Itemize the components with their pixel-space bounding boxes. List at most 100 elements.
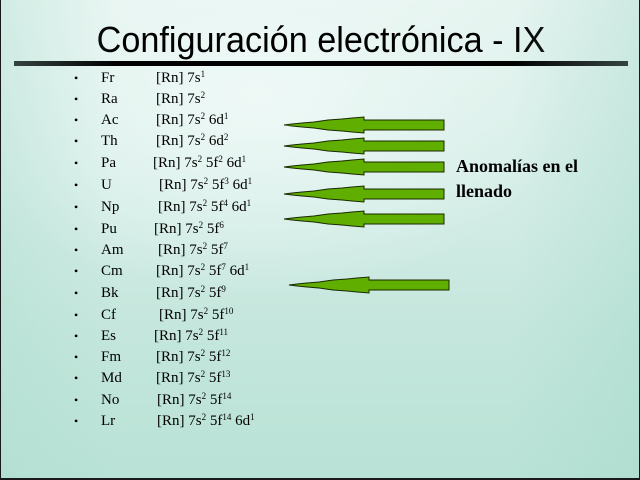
orbital: 7s <box>187 285 201 301</box>
orbital-occupancy: 2 <box>198 220 204 230</box>
orbital-occupancy: 2 <box>202 198 208 208</box>
element-symbol: Pa <box>101 155 116 171</box>
orbital-occupancy: 2 <box>200 90 206 100</box>
core-notation: [Rn] <box>157 392 185 408</box>
electron-configuration: [Rn] 7s2 5f12 <box>156 347 230 367</box>
orbital: 6d <box>231 199 247 215</box>
core-notation: [Rn] <box>156 263 184 279</box>
orbital-occupancy: 1 <box>247 176 253 186</box>
core-notation: [Rn] <box>154 221 182 237</box>
element-symbol: Ac <box>101 112 119 128</box>
electron-configuration: [Rn] 7s2 5f9 <box>156 283 226 303</box>
orbital: 5f <box>208 370 222 386</box>
orbital: 7s <box>185 221 199 237</box>
element-symbol: Am <box>101 242 124 258</box>
left-arrow-icon <box>288 276 450 294</box>
electron-configuration: [Rn] 7s2 5f14 6d1 <box>157 411 255 431</box>
element-symbol: Ra <box>101 91 118 107</box>
orbital-occupancy: 7 <box>223 241 228 251</box>
orbital-occupancy: 2 <box>200 111 206 121</box>
orbital-occupancy: 2 <box>203 306 209 316</box>
electron-configuration: [Rn] 7s2 5f6 <box>154 219 224 239</box>
orbital: 5f <box>209 392 223 408</box>
element-symbol: Np <box>101 199 120 215</box>
orbital-occupancy: 2 <box>198 327 204 337</box>
core-notation: [Rn] <box>159 307 187 323</box>
orbital-occupancy: 1 <box>241 154 247 164</box>
orbital-occupancy: 2 <box>200 284 206 294</box>
orbital-occupancy: 11 <box>219 327 229 337</box>
orbital: 7s <box>187 349 201 365</box>
bullet-icon: • <box>74 264 79 278</box>
orbital-occupancy: 2 <box>201 391 207 401</box>
core-notation: [Rn] <box>157 413 185 429</box>
orbital-occupancy: 2 <box>223 132 229 142</box>
orbital: 7s <box>188 392 202 408</box>
element-symbol: No <box>101 392 120 408</box>
orbital-occupancy: 2 <box>202 241 208 251</box>
electron-configuration: [Rn] 7s2 <box>156 89 205 109</box>
orbital-occupancy: 6 <box>219 220 224 230</box>
core-notation: [Rn] <box>154 328 182 344</box>
core-notation: [Rn] <box>156 70 184 86</box>
element-symbol: Cm <box>101 263 123 279</box>
left-arrow-icon <box>283 137 445 155</box>
orbital: 7s <box>187 370 201 386</box>
orbital-occupancy: 3 <box>224 176 229 186</box>
orbital: 7s <box>187 112 201 128</box>
orbital: 6d <box>235 413 251 429</box>
orbital-occupancy: 2 <box>200 262 206 272</box>
orbital-occupancy: 9 <box>221 284 226 294</box>
core-notation: [Rn] <box>156 285 184 301</box>
orbital: 7s <box>189 242 203 258</box>
electron-configuration: [Rn] 7s1 <box>156 68 205 88</box>
orbital-occupancy: 13 <box>221 369 231 379</box>
orbital: 7s <box>185 328 199 344</box>
bullet-icon: • <box>74 113 79 127</box>
electron-configuration: [Rn] 7s2 5f2 6d1 <box>153 153 246 173</box>
orbital-occupancy: 14 <box>222 391 232 401</box>
orbital-occupancy: 2 <box>200 369 206 379</box>
electron-configuration: [Rn] 7s2 5f14 <box>157 390 231 410</box>
orbital-occupancy: 2 <box>197 154 203 164</box>
orbital: 7s <box>188 413 202 429</box>
note-line-2: llenado <box>456 181 513 201</box>
bullet-icon: • <box>74 71 79 85</box>
orbital-occupancy: 1 <box>246 198 252 208</box>
electron-configuration: [Rn] 7s2 5f3 6d1 <box>159 175 252 195</box>
title-underline <box>14 61 628 66</box>
element-symbol: Lr <box>101 413 116 429</box>
orbital: 5f <box>206 328 220 344</box>
bullet-icon: • <box>74 243 79 257</box>
element-symbol: Es <box>101 328 116 344</box>
orbital: 5f <box>208 263 222 279</box>
orbital: 7s <box>187 91 201 107</box>
orbital: 7s <box>190 307 204 323</box>
orbital-occupancy: 2 <box>203 176 209 186</box>
orbital-occupancy: 2 <box>200 132 206 142</box>
left-arrow-icon <box>283 210 445 228</box>
orbital-occupancy: 1 <box>250 412 255 422</box>
bullet-icon: • <box>74 414 79 428</box>
core-notation: [Rn] <box>158 242 186 258</box>
bullet-icon: • <box>74 92 79 106</box>
bullet-icon: • <box>74 371 79 385</box>
orbital: 7s <box>187 263 201 279</box>
orbital: 7s <box>187 133 201 149</box>
electron-configuration: [Rn] 7s2 5f10 <box>159 305 233 325</box>
orbital-occupancy: 4 <box>223 198 228 208</box>
element-symbol: Fm <box>101 349 122 365</box>
core-notation: [Rn] <box>156 370 184 386</box>
orbital: 5f <box>206 221 220 237</box>
core-notation: [Rn] <box>158 199 186 215</box>
orbital: 5f <box>208 349 222 365</box>
orbital-occupancy: 12 <box>221 348 231 358</box>
orbital-occupancy: 14 <box>222 412 232 422</box>
orbital: 6d <box>208 112 224 128</box>
bullet-icon: • <box>74 329 79 343</box>
orbital-occupancy: 1 <box>223 111 229 121</box>
orbital: 6d <box>232 177 248 193</box>
left-arrow-icon <box>283 185 445 203</box>
left-arrow-icon <box>283 116 445 134</box>
